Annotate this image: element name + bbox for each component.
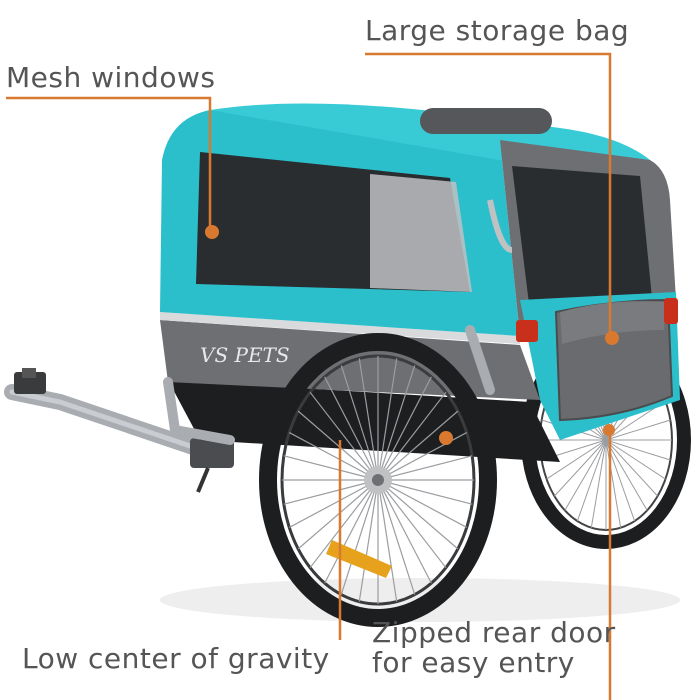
callout-dot-mesh: [205, 225, 219, 239]
wheel-spoke: [605, 439, 666, 480]
wheel-spoke: [605, 439, 671, 461]
wheel-spoke: [289, 479, 379, 528]
wheel-spoke: [377, 479, 432, 584]
wheel-spoke: [590, 439, 607, 528]
wheel-spoke: [283, 455, 379, 481]
wheel-spoke: [377, 479, 447, 569]
wheel-spoke: [309, 479, 379, 569]
callout-rear-door-line2: for easy entry: [372, 646, 575, 679]
wheel-spoke: [377, 479, 467, 528]
callout-rear-door: Zipped rear door for easy entry: [372, 618, 616, 678]
callout-lines: [6, 52, 612, 700]
callout-line-storage: [365, 52, 612, 336]
callout-dot-door: [603, 424, 615, 436]
callout-dot-gravity: [439, 431, 453, 445]
wheel-spoke: [605, 439, 648, 511]
wheel-spoke: [377, 479, 459, 550]
wheel-spoke: [297, 479, 379, 550]
wheel-spoke: [358, 358, 379, 481]
wheel-spoke: [554, 439, 607, 497]
wheel-spoke: [546, 439, 607, 480]
wheel-spoke: [377, 365, 416, 481]
wheel-spoke: [340, 365, 379, 481]
hitch-mount: [190, 438, 234, 468]
callout-dot-storage: [605, 331, 619, 345]
tail-light-right: [664, 298, 678, 324]
wheel-spoke: [605, 439, 658, 497]
wheel-spoke: [576, 439, 607, 522]
wheel-spoke: [377, 479, 416, 595]
wheel-spoke: [283, 479, 379, 505]
callout-mesh-windows: Mesh windows: [6, 61, 216, 94]
wheel-spoke: [358, 479, 379, 602]
roll-bar: [420, 108, 552, 134]
callout-line-mesh: [6, 96, 212, 228]
callout-low-center-of-gravity: Low center of gravity: [22, 642, 330, 675]
wheel-spoke: [324, 479, 379, 584]
wheel-spoke: [377, 479, 398, 602]
wheel-spoke: [377, 410, 459, 481]
trailer-body: VS PETS: [160, 103, 680, 462]
wheel-spoke: [297, 410, 379, 481]
wheel-spoke: [377, 455, 473, 481]
wheel-spoke: [564, 439, 607, 511]
wheel-spoke: [605, 439, 622, 528]
wheel-spoke: [289, 432, 379, 481]
wheel-spoke: [377, 479, 473, 505]
tow-bar: [4, 368, 234, 493]
wheel-spoke: [340, 479, 379, 595]
callout-dots: [205, 225, 619, 445]
wheel-spoke: [324, 376, 379, 481]
wheel-spoke: [605, 419, 671, 441]
callout-rear-door-line1: Zipped rear door: [372, 616, 616, 649]
callout-storage-bag: Large storage bag: [365, 14, 630, 47]
spoke-reflector: [326, 540, 392, 578]
rear-wheel-near: [259, 333, 497, 627]
wheel-spoke: [377, 391, 447, 481]
wheel-spoke: [377, 358, 398, 481]
tail-light-left: [516, 320, 538, 342]
wheel-spoke: [309, 391, 379, 481]
wheel-spoke: [377, 376, 432, 481]
brand-logo: VS PETS: [200, 343, 290, 367]
